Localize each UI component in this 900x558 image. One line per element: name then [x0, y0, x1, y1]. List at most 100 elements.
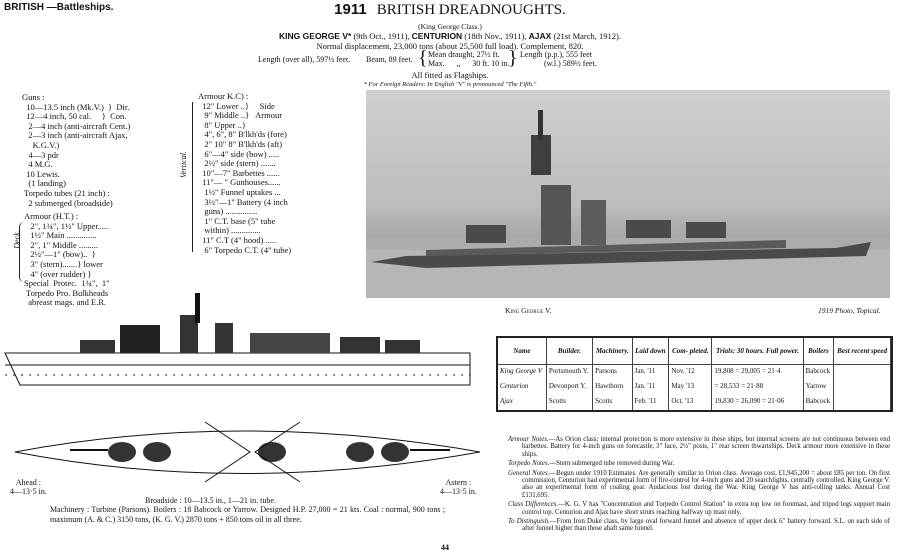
table-cell: Portsmouth Y. — [546, 364, 594, 381]
broadside: Broadside : 10—13.5 in., 1—21 in. tube. — [145, 496, 276, 505]
list-line: 10"—7" Barbettes ...... — [198, 167, 280, 178]
list-line: 4—3 pdr — [22, 149, 59, 160]
list-line: 12" Lower ..} Side — [198, 100, 275, 111]
footnote: * For Foreign Readers: In English "V" is… — [363, 81, 537, 88]
list-line: (1 landing) — [22, 178, 66, 189]
ship-plan-drawing — [14, 421, 480, 483]
table-cell: King George V — [498, 364, 547, 381]
length-wl: (w.l.) 589½ feet. — [544, 59, 597, 68]
table-cell: Yarrow — [803, 380, 835, 396]
list-line: 2" 10" 8" B'lkh'ds (aft) — [198, 138, 283, 149]
list-line: abreast mags. and E.R. — [24, 297, 107, 308]
table-cell: Centurion — [498, 380, 547, 396]
table-cell: = 28,533 = 21·88 — [711, 380, 804, 396]
ahead-value: 4—13·5 in. — [10, 487, 47, 496]
col-header: Builder. — [546, 338, 594, 365]
list-line: 10—13.5 inch (Mk.V.) } Dir. — [22, 101, 130, 112]
kgv-date: (9th Oct., 1911), — [353, 31, 410, 41]
battleship-photo-image — [366, 110, 890, 298]
list-line: Armour (H.T.) : — [24, 211, 79, 221]
col-header: Com- pleted. — [668, 338, 713, 365]
list-line: 4" (over rudder) } — [24, 268, 92, 279]
vertical-brace — [192, 102, 196, 252]
col-header: Machinery. — [592, 338, 633, 365]
list-line: 2—4 inch (anti-aircraft Cent.) — [22, 120, 131, 131]
photo-caption: King George V. — [505, 306, 552, 315]
col-header: Boilers — [803, 338, 835, 365]
table-cell: Oct. '13 — [668, 395, 713, 410]
deck-brace — [19, 222, 24, 282]
ahead-title: Ahead : — [15, 478, 41, 487]
armour-kc-list: Armour K.C) : 12" Lower ..} Side 9" Midd… — [198, 91, 291, 255]
list-line: 11" C.T (4" hood) ..... — [198, 234, 277, 245]
note-label: Torpedo Notes. — [508, 460, 550, 468]
col-header: Laid down — [632, 338, 670, 365]
centurion-date: (18th Nov., 1911), — [464, 31, 527, 41]
astern-title: Astern : — [445, 478, 472, 487]
list-line: 1½" Main .............. — [24, 230, 97, 241]
list-line: 2", 1" Middle ......... — [24, 239, 98, 250]
note-label: To Distinguish. — [508, 518, 550, 526]
ship-data-table: Name Builder. Machinery. Laid down Com- … — [496, 336, 893, 412]
note-label: Class Differences. — [508, 501, 559, 509]
table-cell: Jan. '11 — [632, 364, 670, 381]
col-header: Best recent speed — [833, 338, 891, 365]
list-line: 10 Lewis. — [22, 168, 60, 179]
vertical-label: Vertical. — [178, 151, 188, 178]
year: 1911 — [334, 1, 367, 18]
list-line: 2", 1¾", 1½" Upper..... — [24, 220, 109, 231]
note-paragraph: Class Differences.—K. G. V has "Concentr… — [508, 501, 890, 516]
list-line: 2—3 inch (anti-aircraft Ajax, — [22, 130, 128, 141]
table-cell: Scotts — [546, 395, 594, 410]
armour-ht-list: Armour (H.T.) : 2", 1¾", 1½" Upper..... … — [24, 211, 110, 308]
machinery-text: Machinery : Turbine (Parsons). Boilers :… — [50, 505, 445, 524]
list-line: Armour K.C) : — [198, 91, 249, 101]
ships-line: KING GEORGE V* (9th Oct., 1911), CENTURI… — [0, 31, 900, 41]
note-paragraph: General Notes.—Begun under 1910 Estimate… — [508, 470, 890, 500]
list-line: K.G.V.) — [22, 139, 60, 150]
draught-mean: Mean draught, 27½ ft. — [428, 50, 500, 59]
notes: Armour Notes.—As Orion class; internal p… — [508, 436, 890, 535]
note-text: —Begun under 1910 Estimates. Are general… — [522, 469, 890, 499]
page-number: 44 — [441, 543, 449, 552]
table-cell: Scotts — [592, 395, 633, 410]
table-cell — [833, 395, 891, 410]
note-label: General Notes. — [508, 469, 550, 477]
photo-credit: 1919 Photo, Topical. — [818, 306, 881, 315]
table-cell: Nov. '12 — [668, 364, 713, 381]
table-cell — [833, 364, 891, 381]
flagships: All fitted as Flagships. — [411, 70, 489, 80]
list-line: 8" Upper ..} — [198, 119, 246, 130]
table-cell: Jan. '11 — [632, 380, 670, 396]
list-line: Torpedo tubes (21 inch) : — [22, 187, 110, 198]
list-line: 2 submerged (broadside) — [22, 197, 113, 208]
table-cell — [833, 380, 891, 396]
ship-ajax: AJAX — [528, 31, 552, 41]
col-header: Trials: 30 hours. Full power. — [711, 338, 804, 365]
ship-centurion: CENTURION — [411, 31, 463, 41]
section-header: BRITISH —Battleships. — [4, 2, 114, 13]
list-line: Special Protec. 1¾", 1" — [24, 278, 110, 289]
list-line: 11"— " Gunhouses...... — [198, 177, 281, 188]
brace: } — [508, 47, 518, 69]
list-line: 2½" side (stern) ....... — [198, 158, 276, 169]
list-line: within) .............. — [198, 225, 261, 236]
list-line: 1½" Funnel uptakes ... — [198, 186, 281, 197]
displacement: Normal displacement, 23,000 tons (about … — [316, 41, 584, 51]
table-cell: Babcock — [803, 364, 835, 381]
note-text: —From Iron Duke class, by large oval for… — [522, 518, 890, 533]
list-line: 2½"—1" (bow).. } — [24, 249, 96, 260]
list-line: 3½"—1" Battery (4 inch — [198, 196, 288, 207]
table-cell: Babcock — [803, 395, 835, 410]
list-line: 9" Middle ..} Armour — [198, 110, 283, 121]
ship-photo — [366, 90, 890, 298]
list-line: 6"—4" side (bow) ..... — [198, 148, 280, 159]
table-cell: 19,830 = 26,090 = 21·06 — [711, 395, 804, 410]
length-pp: Length (p.p.), 555 feet — [520, 50, 592, 59]
table-cell: Hawthorn — [592, 380, 633, 396]
brace: { — [418, 47, 428, 69]
